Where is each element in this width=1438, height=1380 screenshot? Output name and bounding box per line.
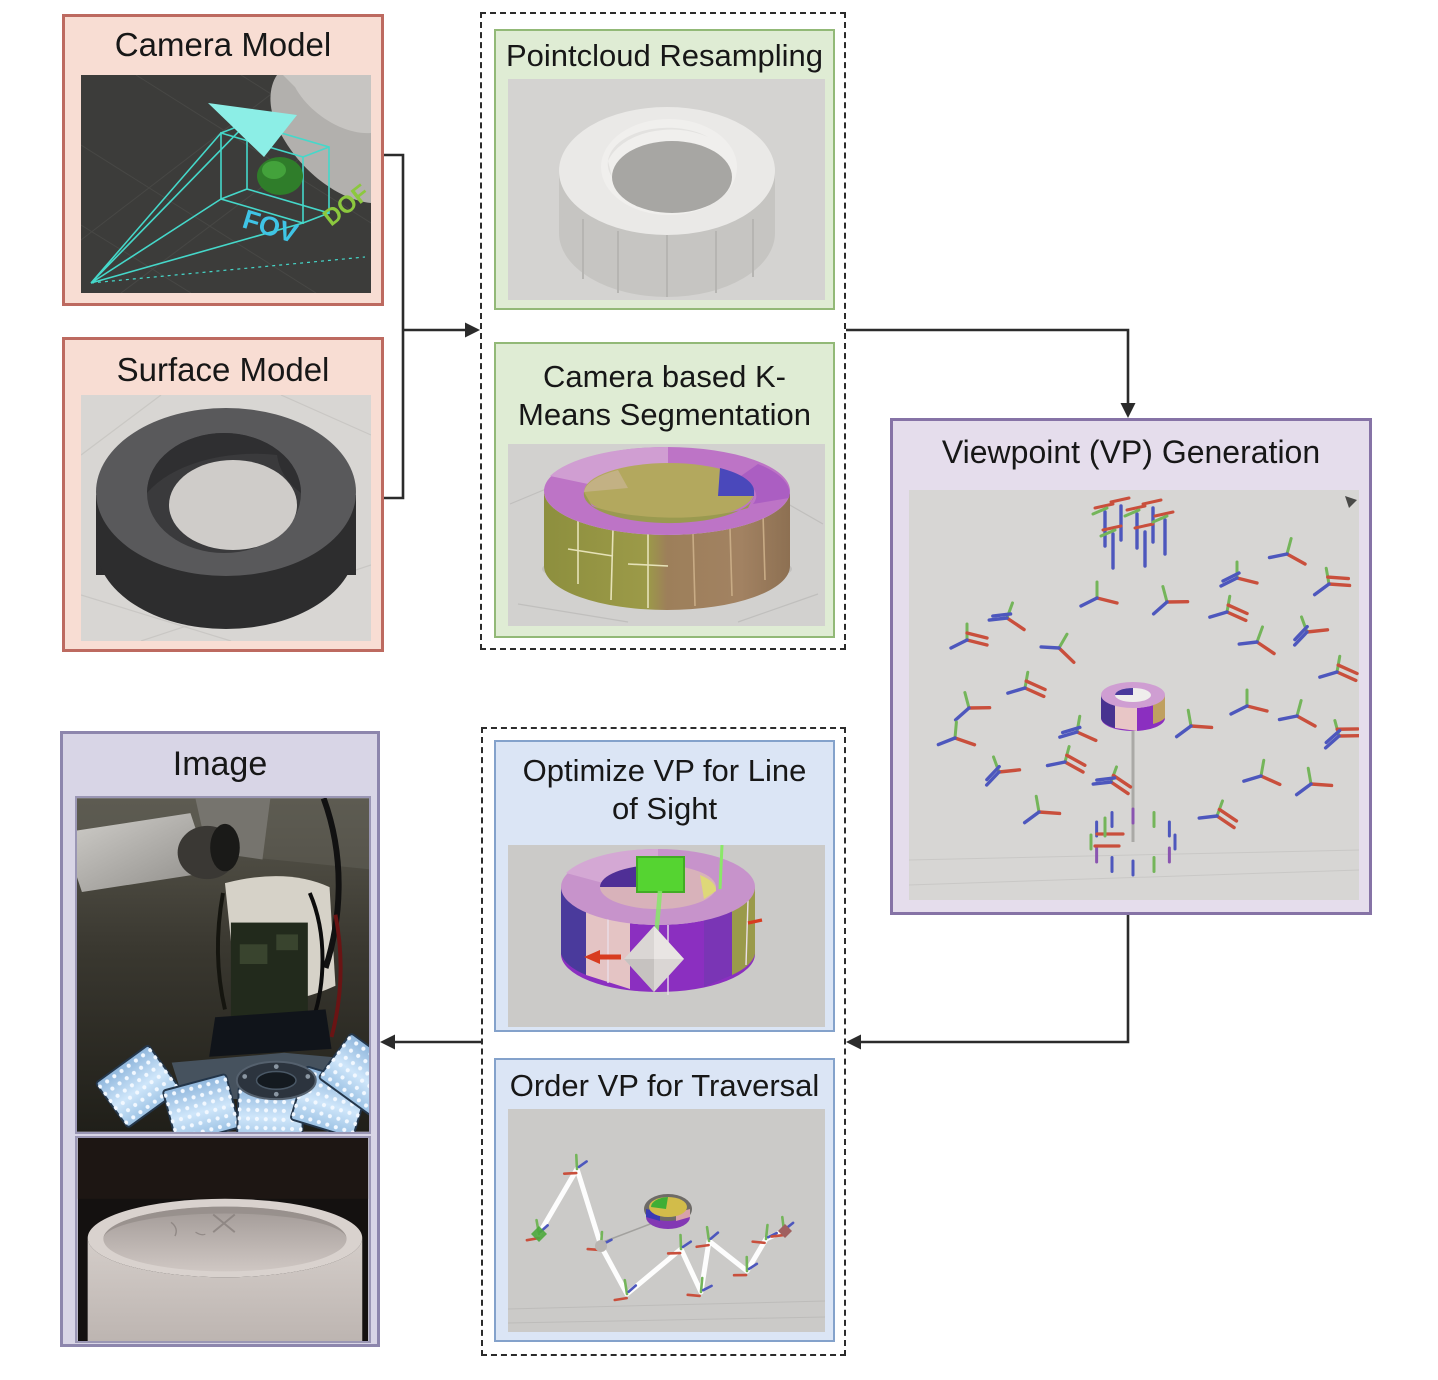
focus-sphere-highlight <box>262 161 286 179</box>
camera-model-box: Camera Model FOV DOF <box>62 14 384 306</box>
robot-camera-photo <box>75 796 371 1134</box>
vp-generation-title: Viewpoint (VP) Generation <box>941 434 1321 470</box>
robot-arm <box>77 798 271 892</box>
end-marker <box>778 1224 792 1238</box>
arrow-to-optimize <box>858 915 1130 1044</box>
camera-model-figure: FOV DOF <box>81 75 371 293</box>
tube-highlight <box>283 75 371 134</box>
traversal-path <box>536 1166 787 1297</box>
mini-ring <box>644 1194 692 1229</box>
cursor-mark <box>1345 496 1357 508</box>
optimize-group: Optimize VP for Line of Sight <box>481 727 846 1356</box>
arrowhead-left-1 <box>846 1034 861 1050</box>
red-tick <box>747 918 763 925</box>
pcb-chip-2 <box>276 934 298 951</box>
pointcloud-resampling-title: Pointcloud Resampling <box>505 38 824 73</box>
surface-model-title: Surface Model <box>116 351 330 388</box>
floor-grid <box>508 1300 825 1324</box>
pointcloud-resampling-box: Pointcloud Resampling <box>494 29 835 310</box>
image-title: Image <box>172 745 268 783</box>
background-shadow <box>77 1138 369 1199</box>
surface-model-box: Surface Model <box>62 337 384 652</box>
viewpoint-cloud-figure <box>909 490 1359 900</box>
dark-ring <box>96 408 356 629</box>
cylinder-photo <box>75 1136 371 1343</box>
floor-grid <box>909 849 1359 886</box>
arrowhead-left-2 <box>380 1034 395 1050</box>
order-vp-box: Order VP for Traversal <box>494 1058 835 1342</box>
viewpoint-diamond <box>624 926 684 992</box>
white-cylinder <box>87 1198 363 1341</box>
defect-x-mark <box>170 1213 236 1237</box>
resampled-ring-figure <box>508 79 825 300</box>
center-ring <box>1101 682 1165 731</box>
ring-link-line <box>602 1220 659 1243</box>
path-viewpoint-frames <box>525 1153 795 1302</box>
camera-model-title: Camera Model <box>114 26 332 63</box>
line-of-sight-figure <box>508 845 825 1027</box>
optimize-vp-box: Optimize VP for Line of Sight <box>494 740 835 1032</box>
cables <box>216 798 343 1038</box>
sphere-marker <box>595 1240 607 1252</box>
kmeans-segmentation-box: Camera based K-Means Segmentation <box>494 342 835 638</box>
viewpoint-frames <box>936 496 1359 877</box>
arrow-to-vp-generation <box>846 328 1130 406</box>
target-patch <box>636 856 685 893</box>
bracket-connector <box>384 153 405 500</box>
optimize-vp-title: Optimize VP for Line of Sight <box>522 753 807 826</box>
image-box: Image <box>60 731 380 1347</box>
arrowhead-right <box>465 322 480 338</box>
order-vp-title: Order VP for Traversal <box>509 1068 820 1103</box>
traversal-path-figure <box>508 1109 825 1332</box>
camera-unit <box>209 1009 332 1057</box>
white-ring <box>559 107 775 297</box>
vp-generation-box: Viewpoint (VP) Generation <box>890 418 1372 915</box>
surface-model-figure <box>81 395 371 641</box>
camera-cone <box>208 103 297 157</box>
red-axis-arrow <box>584 950 621 964</box>
arrowhead-down <box>1120 403 1136 418</box>
kmeans-ring <box>542 446 792 610</box>
start-marker <box>531 1226 547 1242</box>
kmeans-title: Camera based K-Means Segmentation <box>518 359 811 432</box>
resampling-group: Pointcloud Resampling <box>480 12 846 650</box>
segmented-ring-figure <box>508 444 825 626</box>
green-ray-top <box>718 845 724 890</box>
center-camera-disc <box>235 1060 317 1101</box>
pcb-chip <box>239 944 268 965</box>
